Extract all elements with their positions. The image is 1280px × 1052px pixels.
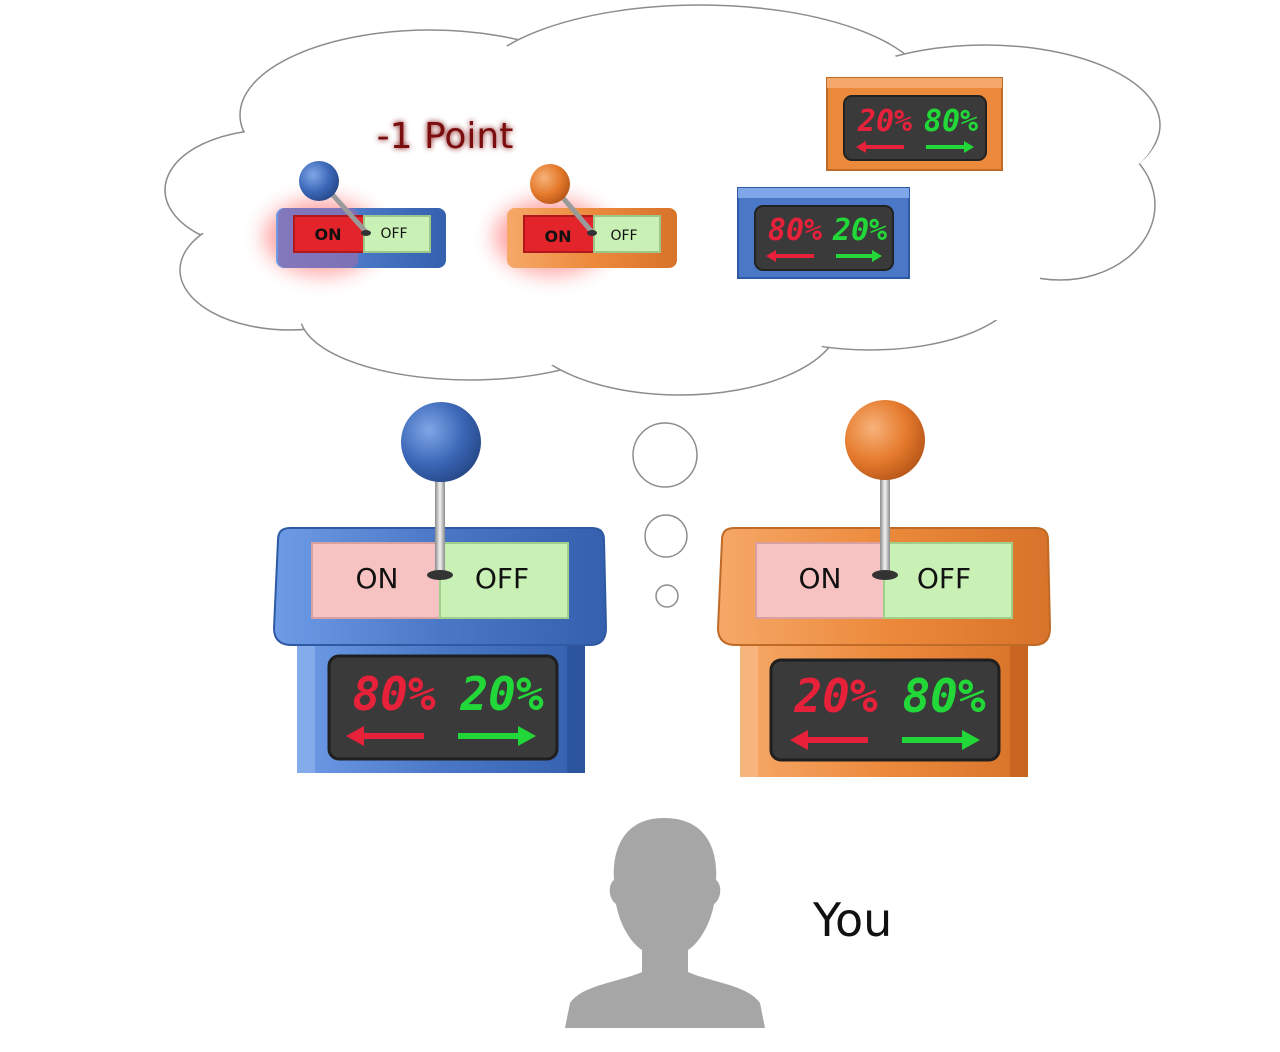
orange-on-label[interactable]: ON <box>799 562 842 595</box>
small-blue-right-arrow <box>836 250 882 262</box>
blue-left-pct: 80% <box>352 667 435 721</box>
person-silhouette-icon <box>565 818 765 1028</box>
you-label: You <box>812 893 892 947</box>
blue-slot-machine[interactable]: ON OFF 80% 20% <box>272 402 608 773</box>
small-blue-left-pct: 80% <box>768 213 822 248</box>
orange-right-arrow <box>902 730 980 750</box>
small-blue-display: 80% 20% <box>737 187 910 279</box>
small-orange-right-pct: 80% <box>924 104 978 139</box>
orange-lever-ball[interactable] <box>845 400 925 480</box>
small-blue-left-arrow <box>766 250 814 262</box>
small-orange-display: 20% 80% <box>826 77 1003 171</box>
small-orange-left-arrow <box>856 141 904 153</box>
small-blue-machine: ON OFF <box>264 161 446 275</box>
small-blue-lever-ball <box>299 161 339 201</box>
blue-right-pct: 20% <box>459 667 543 721</box>
small-orange-machine: ON OFF <box>494 164 677 275</box>
penalty-text: -1 Point <box>377 116 514 157</box>
blue-right-arrow <box>458 726 536 746</box>
orange-off-label[interactable]: OFF <box>917 562 971 595</box>
orange-left-pct: 20% <box>793 669 877 723</box>
orange-left-arrow <box>790 730 868 750</box>
blue-lever-ball[interactable] <box>401 402 481 482</box>
small-orange-on-label: ON <box>545 227 572 246</box>
small-blue-on-label: ON <box>315 225 342 244</box>
blue-off-label[interactable]: OFF <box>475 562 529 595</box>
small-orange-off-label: OFF <box>610 228 637 244</box>
small-blue-off-label: OFF <box>380 226 407 242</box>
orange-slot-machine[interactable]: ON OFF 20% 80% <box>716 400 1052 777</box>
small-orange-left-pct: 20% <box>857 104 912 139</box>
small-orange-right-arrow <box>926 141 974 153</box>
blue-left-arrow <box>346 726 424 746</box>
thought-bubbles <box>632 422 698 608</box>
small-blue-right-pct: 20% <box>832 213 887 248</box>
small-orange-lever-ball <box>530 164 570 204</box>
blue-on-label[interactable]: ON <box>356 562 399 595</box>
orange-right-pct: 80% <box>902 669 985 723</box>
